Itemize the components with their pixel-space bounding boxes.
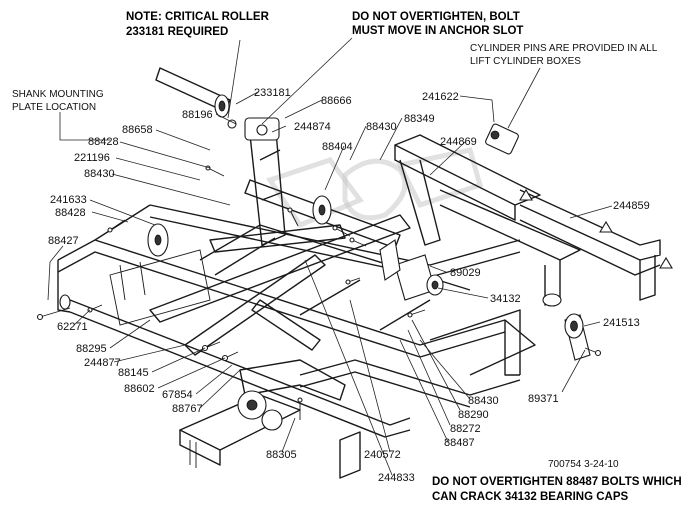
front-assembly [179,359,361,479]
part-label: 88430 [366,121,397,133]
part-label: 244833 [378,472,415,484]
part-label: 88602 [124,383,155,395]
part-label: 88272 [450,423,481,435]
part-label: 88428 [55,207,86,219]
drawing-id: 700754 3-24-10 [548,459,619,470]
part-label: 88430 [468,395,499,407]
note-bearing-caps-line2: CAN CRACK 34132 BEARING CAPS [432,491,629,503]
part-label: 67854 [162,389,193,401]
mast-assembly [244,117,286,246]
bolts [36,165,426,420]
part-label: 62271 [57,321,88,333]
part-label: 88666 [321,95,352,107]
part-label: 241513 [603,317,640,329]
part-label: 34132 [490,293,521,305]
note-cylinder-pins-line2: LIFT CYLINDER BOXES [470,56,581,67]
part-label: 88290 [458,409,489,421]
note-critical-roller-line2: 233181 REQUIRED [126,26,228,38]
part-label: 88427 [48,235,79,247]
part-label: 233181 [254,87,291,99]
note-overtighten-bolt-line2: MUST MOVE IN ANCHOR SLOT [352,25,523,37]
part-label: 244874 [294,121,331,133]
note-bearing-caps-line1: DO NOT OVERTIGHTEN 88487 BOLTS WHICH [432,476,682,488]
part-label: 88295 [76,343,107,355]
part-label: 241633 [50,194,87,206]
part-label: 88430 [84,168,115,180]
part-label: 244869 [440,136,477,148]
part-label: 244877 [84,357,121,369]
part-label: 88305 [266,449,297,461]
part-label: 88196 [182,109,213,121]
left-rollers [59,195,332,310]
part-label: 88487 [444,437,475,449]
part-label: 89029 [450,267,481,279]
part-label: 88428 [88,136,119,148]
main-frame [57,204,536,438]
part-label: 244859 [613,200,650,212]
note-shank-mounting-line2: PLATE LOCATION [12,102,96,113]
part-label: 88658 [122,124,153,136]
part-label: 88145 [118,367,149,379]
part-label: 240572 [364,449,401,461]
note-overtighten-bolt-line1: DO NOT OVERTIGHTEN, BOLT [352,11,520,23]
note-critical-roller-line1: NOTE: CRITICAL ROLLER [126,11,270,23]
note-shank-mounting-line1: SHANK MOUNTING [12,89,104,100]
roller-shaft [155,67,237,129]
part-label: 88767 [172,403,203,415]
detached-roller [564,313,602,361]
leader-lines [47,37,613,476]
part-label: 241622 [422,91,459,103]
part-label: 221196 [74,152,110,164]
part-label: 88404 [322,141,353,153]
part-label: 89371 [528,393,559,405]
part-label: 88349 [404,113,435,125]
bearing-bracket [379,239,444,301]
right-frame [394,123,673,307]
note-cylinder-pins-line1: CYLINDER PINS ARE PROVIDED IN ALL [470,43,658,54]
